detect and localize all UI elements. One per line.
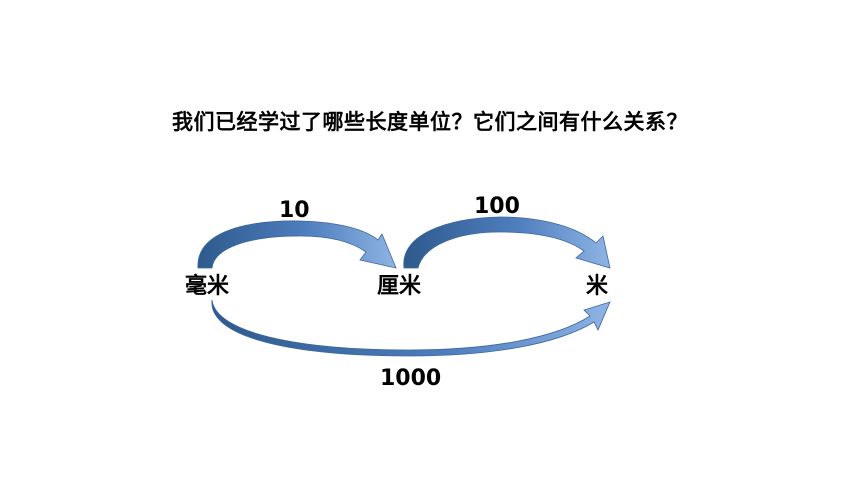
curved-arrow-icon: [403, 216, 611, 269]
unit-label-cm: 厘米: [377, 274, 422, 299]
curved-arrow-icon: [197, 220, 397, 269]
ratio-label-mm-cm: 10: [279, 198, 310, 223]
curved-arrow-icon: [211, 299, 611, 357]
arrow-mm-to-m: [211, 299, 611, 357]
unit-label-mm: 毫米: [185, 273, 230, 299]
arrow-mm-to-cm: [197, 220, 397, 269]
question-title: 我们已经学过了哪些长度单位？它们之间有什么关系？: [172, 110, 688, 134]
unit-label-m: 米: [586, 274, 609, 299]
ratio-label-cm-m: 100: [474, 194, 520, 219]
ratio-label-mm-m: 1000: [380, 366, 441, 391]
arrow-cm-to-m: [403, 216, 611, 269]
